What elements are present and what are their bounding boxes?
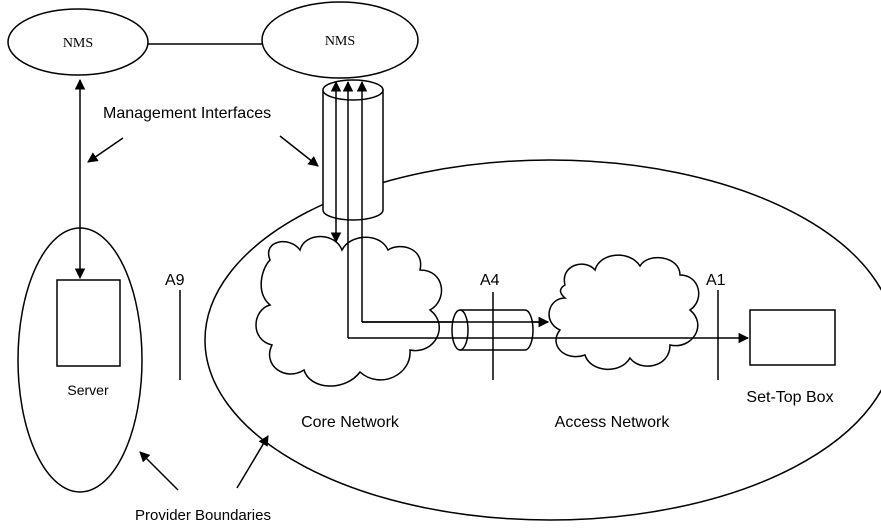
a4-label: A4 [480, 272, 500, 289]
provider-boundary-large [204, 159, 881, 521]
core-network-label: Core Network [301, 414, 400, 431]
set-top-box-label: Set-Top Box [746, 389, 833, 406]
management-cylinder [322, 90, 384, 221]
nms-left-node [7, 8, 149, 76]
provider-boundaries-label: Provider Boundaries [135, 507, 271, 524]
mgmt-pointer-right [279, 135, 319, 167]
nms-left-label: NMS [63, 36, 93, 51]
core-network-cloud [255, 235, 443, 387]
management-interfaces-label: Management Interfaces [103, 105, 271, 122]
boundary-pointer-left [139, 451, 179, 491]
server-box [56, 279, 121, 367]
server-label: Server [67, 382, 109, 398]
a9-label: A9 [165, 272, 185, 289]
set-top-box [749, 309, 836, 366]
mgmt-pointer-left [87, 137, 124, 163]
a4-cylinder [460, 309, 534, 351]
access-network-cloud [548, 254, 700, 371]
nms-right-label: NMS [325, 34, 355, 49]
access-network-label: Access Network [555, 414, 671, 431]
nms-right-node [261, 1, 419, 79]
a1-label: A1 [706, 272, 726, 289]
boundary-pointer-right [236, 435, 269, 489]
